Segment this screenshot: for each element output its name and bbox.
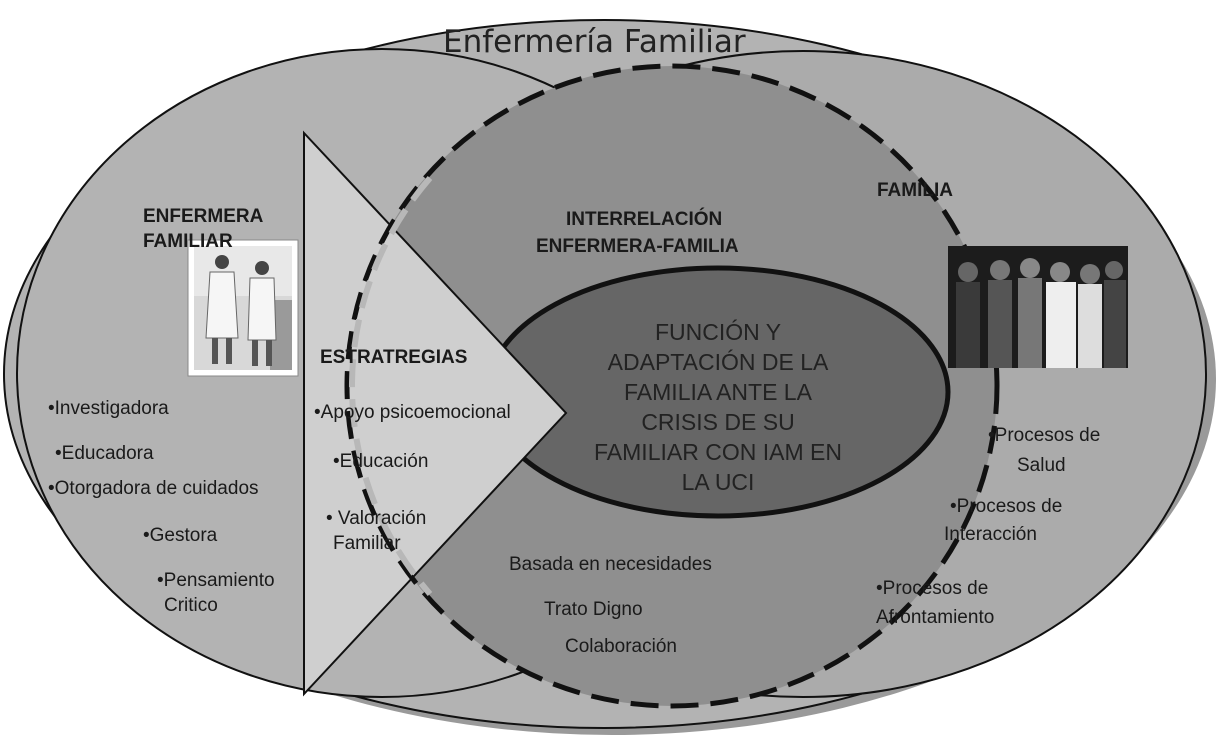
interrelation-colaboracion: Colaboración <box>565 636 677 657</box>
family-afrontamiento-line1: •Procesos de <box>876 578 988 599</box>
nurse-heading-line1: ENFERMERA <box>143 206 264 227</box>
family-interaccion-line2: Interacción <box>944 524 1037 545</box>
nurse-role-investigadora: •Investigadora <box>48 398 169 419</box>
diagram-title: Enfermería Familiar <box>443 24 746 60</box>
nurse-role-educadora: •Educadora <box>55 443 154 464</box>
family-afrontamiento-line2: Afrontamiento <box>876 607 994 628</box>
interrelation-heading-line2: ENFERMERA-FAMILIA <box>536 236 739 257</box>
center-line-6: LA UCI <box>682 469 755 495</box>
nurse-heading-line2: FAMILIAR <box>143 231 233 252</box>
interrelation-dashed-border <box>344 63 1000 709</box>
center-line-1: FUNCIÓN Y <box>655 319 781 345</box>
interrelation-trato: Trato Digno <box>544 599 643 620</box>
center-line-3: FAMILIA ANTE LA <box>624 379 813 405</box>
interrelation-heading-line1: INTERRELACIÓN <box>566 208 722 230</box>
interrelation-dashed-border-inner <box>349 176 433 596</box>
nurse-role-pensamiento: •Pensamiento <box>157 570 275 591</box>
strategy-valoracion: • Valoración <box>326 508 426 529</box>
family-salud-line2: Salud <box>1017 455 1066 476</box>
interrelation-basada: Basada en necesidades <box>509 554 712 575</box>
strategies-heading: ESTRATREGIAS <box>320 347 467 368</box>
nurse-role-gestora: •Gestora <box>143 525 218 546</box>
strategy-familiar: Familiar <box>333 533 401 554</box>
family-interaccion-line1: •Procesos de <box>950 496 1062 517</box>
center-line-5: FAMILIAR CON IAM EN <box>594 439 842 465</box>
strategy-apoyo: •Apoyo psicoemocional <box>314 402 511 423</box>
nurse-role-critico: Critico <box>164 595 218 616</box>
nurse-photo <box>187 239 299 377</box>
center-line-4: CRISIS DE SU <box>641 409 794 435</box>
center-line-2: ADAPTACIÓN DE LA <box>608 349 829 375</box>
nurse-role-otorgadora: •Otorgadora de cuidados <box>48 478 259 499</box>
family-salud-line1: •Procesos de <box>988 425 1100 446</box>
family-heading: FAMILIA <box>877 180 953 201</box>
family-photo <box>948 246 1128 368</box>
strategy-educacion: •Educación <box>333 451 428 472</box>
